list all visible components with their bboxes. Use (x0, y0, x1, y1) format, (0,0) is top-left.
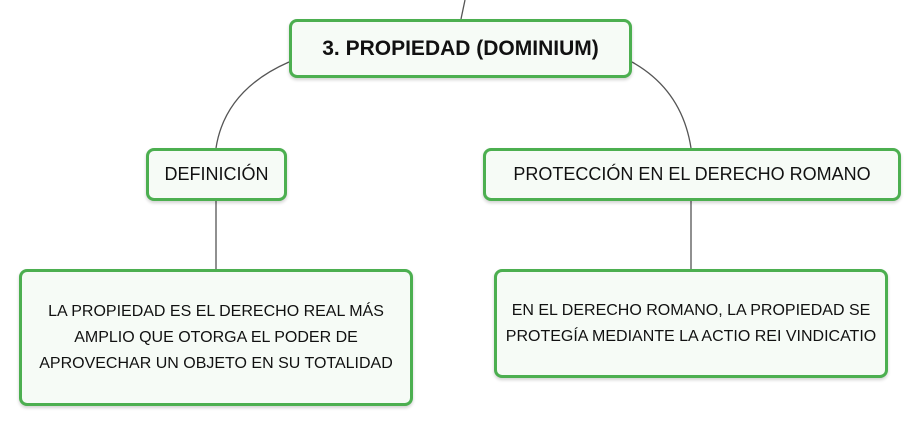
detail-node-definicion-text: LA PROPIEDAD ES EL DERECHO REAL MÁS AMPL… (39, 302, 393, 372)
connector-root-to-definicion (215, 61, 290, 149)
connector-root-to-proteccion (631, 61, 692, 149)
detail-node-proteccion-text: EN EL DERECHO ROMANO, LA PROPIEDAD SE PR… (505, 301, 877, 345)
root-node-label: 3. PROPIEDAD (DOMINIUM) (322, 36, 599, 60)
topic-node-proteccion-label: PROTECCIÓN EN EL DERECHO ROMANO (513, 164, 871, 184)
topic-node-proteccion[interactable]: PROTECCIÓN EN EL DERECHO ROMANO (483, 148, 901, 201)
root-node[interactable]: 3. PROPIEDAD (DOMINIUM) (289, 19, 632, 78)
detail-node-definicion[interactable]: LA PROPIEDAD ES EL DERECHO REAL MÁS AMPL… (19, 269, 413, 406)
topic-node-definicion-label: DEFINICIÓN (164, 164, 269, 184)
topic-node-definicion[interactable]: DEFINICIÓN (146, 148, 287, 201)
detail-node-proteccion[interactable]: EN EL DERECHO ROMANO, LA PROPIEDAD SE PR… (494, 269, 888, 378)
connector-parent-to-root (460, 0, 466, 20)
